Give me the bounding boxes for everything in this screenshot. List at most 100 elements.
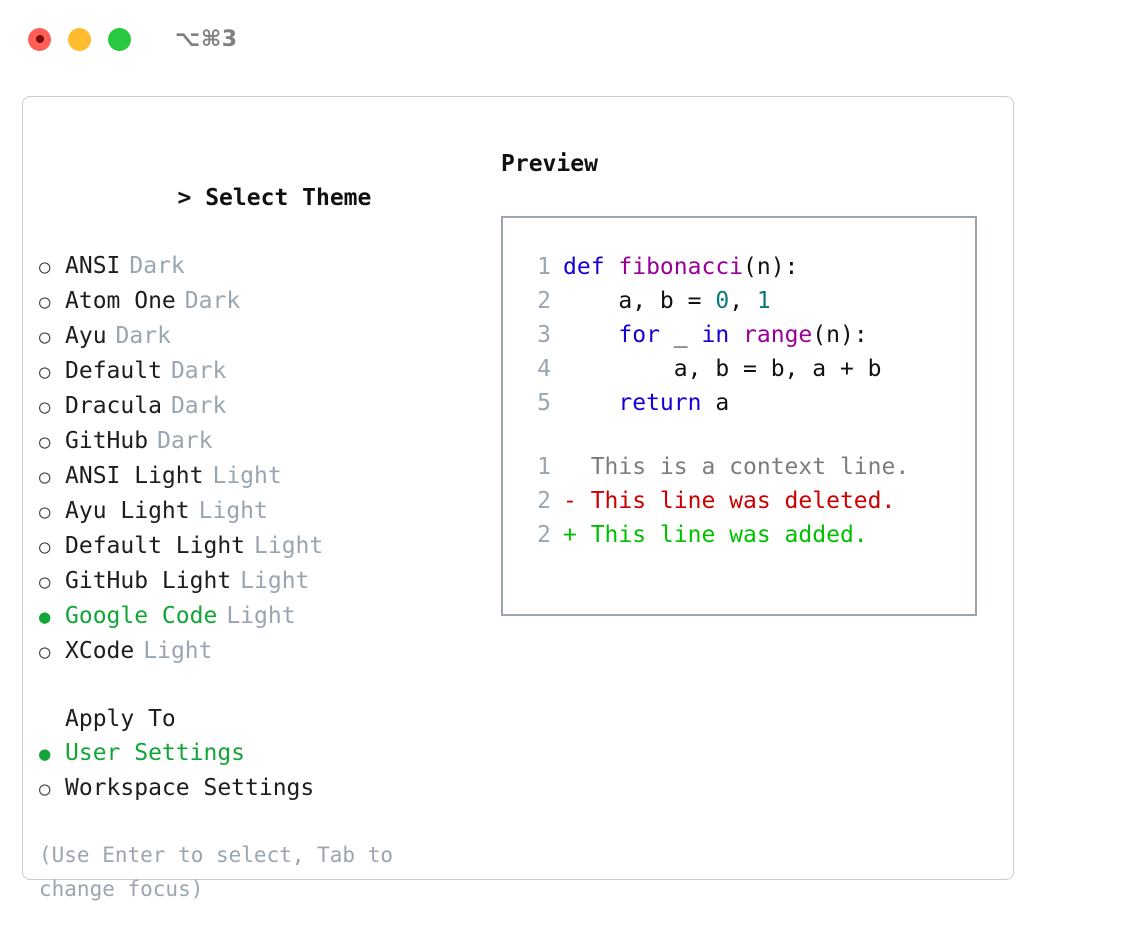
token-pln: a, b = b, a + b [563,356,882,382]
apply-to-option-label: User Settings [65,740,246,766]
keyboard-shortcut-label: ⌥⌘3 [175,26,238,52]
radio-selected-icon: ● [39,606,51,628]
theme-option-xcode[interactable]: ○ XCode Light [39,634,479,669]
code-text: + This line was added. [563,518,868,552]
theme-option-label: Ayu Light [65,498,190,524]
theme-option-kind: Dark [184,288,241,314]
code-text: a, b = 0, 1 [563,284,770,318]
token-pln: _ [659,322,702,348]
code-line: 3 for _ in range(n): [503,318,975,352]
code-line: 5 return a [503,386,975,420]
theme-option-kind: Dark [129,253,185,279]
theme-option-label: ANSI Light [65,463,204,489]
title-bar: ⌥⌘3 [0,0,1140,78]
token-del: - This line was deleted. [563,488,896,514]
code-line: 4 a, b = b, a + b [503,352,975,386]
select-theme-title: Select Theme [205,185,372,211]
close-button[interactable] [28,27,51,51]
maximize-button[interactable] [108,27,131,51]
code-line: 1 def fibonacci(n): [503,250,975,284]
radio-unselected-icon: ○ [39,361,51,383]
token-kw: for [618,322,660,348]
radio-unselected-icon: ○ [39,641,51,663]
token-kw: return [618,390,702,416]
theme-option-label: XCode [65,638,135,664]
token-pln: (n): [812,322,868,348]
radio-unselected-icon: ○ [39,291,51,313]
theme-option-label: GitHub [65,428,149,454]
theme-option-label: ANSI [65,253,121,279]
code-line: 2 a, b = 0, 1 [503,284,975,318]
keyboard-hint: (Use Enter to select, Tab to change focu… [39,843,406,901]
theme-option-kind: Dark [115,323,171,349]
theme-option-ansi[interactable]: ○ ANSI Dark [39,249,479,284]
token-pln [563,390,618,416]
line-number: 2 [537,288,551,314]
theme-option-kind: Light [143,638,213,664]
radio-unselected-icon: ○ [39,431,51,453]
apply-to-option-workspace-settings[interactable]: ○Workspace Settings [39,771,479,806]
token-ctx: This is a context line. [563,454,910,480]
apply-to-option-user-settings[interactable]: ● User Settings [39,736,479,771]
apply-to-option-label: Workspace Settings [65,775,315,801]
theme-option-atom-one[interactable]: ○ Atom One Dark [39,284,479,319]
apply-to-heading: Apply To [65,706,176,732]
token-pln [729,322,743,348]
theme-option-kind: Light [198,498,268,524]
theme-option-label: Ayu [65,323,107,349]
token-kw: in [701,322,730,348]
theme-option-label: Atom One [65,288,176,314]
radio-selected-icon: ● [39,743,51,765]
select-theme-heading: > Select Theme [39,147,479,249]
window-controls [28,27,131,51]
theme-option-dracula[interactable]: ○ Dracula Dark [39,389,479,424]
token-fn: fibonacci [618,254,744,280]
theme-option-kind: Light [254,533,324,559]
theme-option-label: GitHub Light [65,568,232,594]
code-text: def fibonacci(n): [563,250,798,284]
theme-option-kind: Light [212,463,282,489]
diff-line: 2+ This line was added. [503,518,975,552]
minimize-button[interactable] [68,27,91,51]
line-number: 1 [537,254,551,280]
line-number: 1 [537,454,551,480]
token-pln: , [729,288,757,314]
token-pln: a [701,390,730,416]
line-number: 5 [537,390,551,416]
code-text: a, b = b, a + b [563,352,882,386]
token-pln: (n): [743,254,799,280]
theme-option-ansi-light[interactable]: ○ ANSI Light Light [39,459,479,494]
theme-option-kind: Light [226,603,296,629]
diff-sample: 1 This is a context line. 2 - This line wa… [503,450,975,552]
code-text: return a [563,386,729,420]
theme-option-ayu-light[interactable]: ○ Ayu Light Light [39,494,479,529]
radio-unselected-icon: ○ [39,501,51,523]
token-add: + This line was added. [563,522,868,548]
token-pln: a, b = [563,288,716,314]
code-text: - This line was deleted. [563,484,895,518]
code-text: This is a context line. [563,450,910,484]
theme-option-label: Dracula [65,393,162,419]
token-fn: range [743,322,813,348]
radio-unselected-icon: ○ [39,326,51,348]
theme-option-ayu[interactable]: ○ Ayu Dark [39,319,479,354]
line-number: 2 [537,488,551,514]
radio-unselected-icon: ○ [39,256,51,278]
theme-option-kind: Dark [157,428,213,454]
radio-unselected-icon: ○ [39,571,51,593]
theme-option-kind: Dark [170,393,227,419]
radio-unselected-icon: ○ [39,396,51,418]
theme-option-github[interactable]: ○ GitHub Dark [39,424,479,459]
focus-caret-icon: > [177,185,192,211]
radio-unselected-icon: ○ [39,466,51,488]
